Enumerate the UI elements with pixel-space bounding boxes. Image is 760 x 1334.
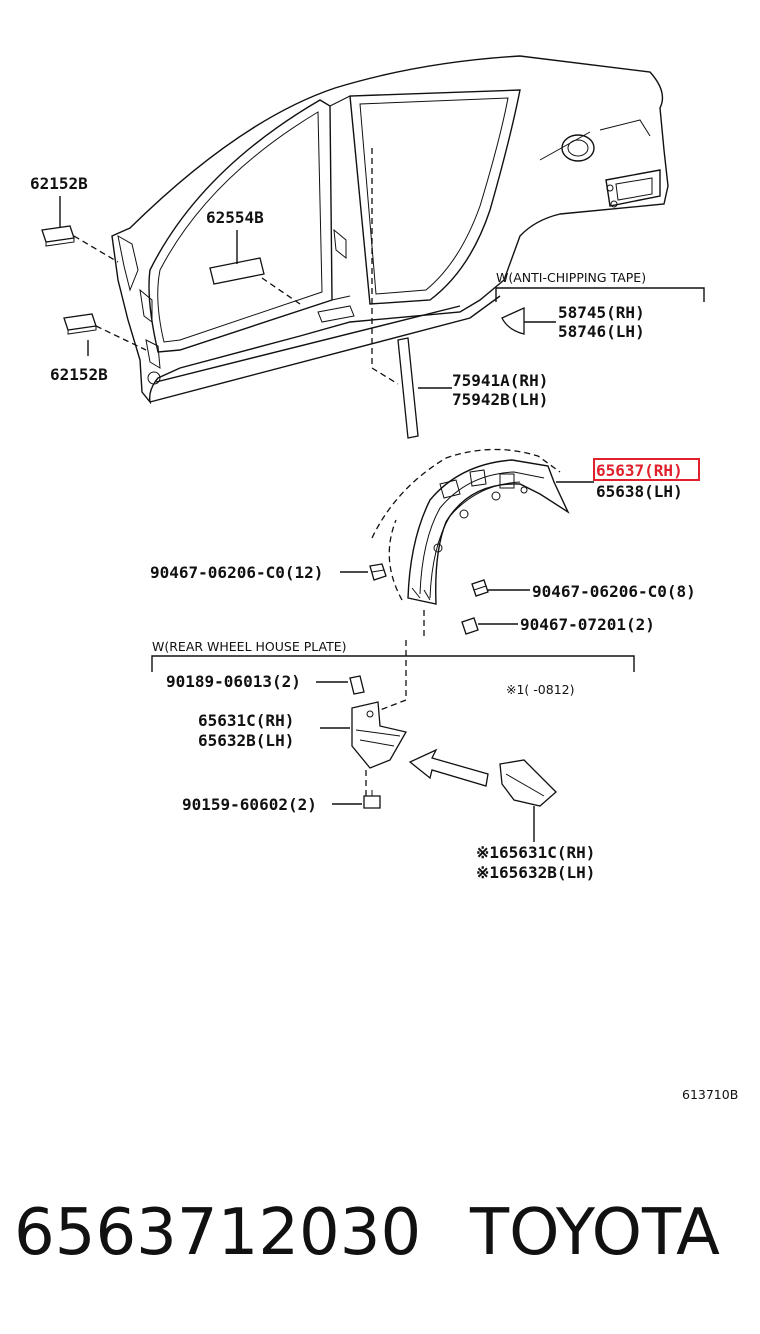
- pad-62152b-bottom: [63, 313, 97, 335]
- bolt-90159-60602: [363, 790, 381, 809]
- label-x1-65632b: ※165632B(LH): [476, 863, 595, 882]
- label-90467-06206-12: 90467-06206-C0(12): [150, 563, 323, 582]
- highlight-box-65637: [593, 458, 700, 481]
- label-90467-07201: 90467-07201(2): [520, 615, 655, 634]
- label-65637-highlighted: 65637(RH): [596, 461, 683, 480]
- body-side-panel-drawing: [111, 55, 669, 405]
- label-62152b-bottom: 62152B: [50, 365, 108, 384]
- label-90189: 90189-06013(2): [166, 672, 301, 691]
- plate-x1-65631c: [499, 759, 557, 807]
- label-rear-wheel-group: W(REAR WHEEL HOUSE PLATE): [152, 639, 347, 654]
- label-note-x1: ※1( -0812): [506, 682, 574, 697]
- rear-wheel-house-liner: [371, 448, 570, 605]
- clip-90467-06206-right: [471, 579, 489, 597]
- plate-65631c: [351, 701, 407, 769]
- label-anti-chipping-group: W(ANTI-CHIPPING TAPE): [496, 270, 646, 285]
- arrow-old-to-new: [408, 748, 489, 787]
- label-65632b: 65632B(LH): [198, 731, 294, 750]
- footer-part-number: 6563712030: [14, 1196, 421, 1270]
- label-65638: 65638(LH): [596, 482, 683, 501]
- label-75941a: 75941A(RH): [452, 371, 548, 390]
- clip-90467-06206-left: [369, 563, 387, 581]
- label-62152b-top: 62152B: [30, 174, 88, 193]
- label-75942b: 75942B(LH): [452, 390, 548, 409]
- label-58746: 58746(LH): [558, 322, 645, 341]
- label-90467-06206-8: 90467-06206-C0(8): [532, 582, 696, 601]
- label-x1-65631c: ※165631C(RH): [476, 843, 595, 862]
- pad-62554b: [209, 257, 265, 285]
- label-90159: 90159-60602(2): [182, 795, 317, 814]
- pad-62152b-top: [41, 225, 75, 247]
- clip-90467-07201: [461, 617, 479, 635]
- label-65631c: 65631C(RH): [198, 711, 294, 730]
- label-62554b: 62554B: [206, 208, 264, 227]
- label-58745: 58745(RH): [558, 303, 645, 322]
- figure-id: 613710B: [682, 1087, 738, 1102]
- clip-90189-06013: [349, 675, 365, 695]
- footer-brand: TOYOTA: [469, 1196, 720, 1270]
